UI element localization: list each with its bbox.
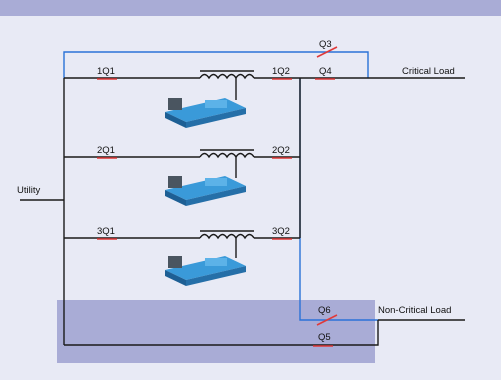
ups-unit-2 (165, 176, 246, 206)
breaker-q6 (316, 314, 338, 326)
coil-3 (199, 230, 255, 258)
noncritical-feed-q6 (299, 78, 378, 321)
bypass-line-q3 (63, 51, 369, 78)
utility-label: Utility (17, 185, 41, 196)
label-1q1: 1Q1 (97, 66, 115, 77)
noncritical-zone (57, 300, 375, 363)
coil-1 (199, 70, 255, 100)
label-3q2: 3Q2 (272, 226, 290, 237)
critical-load-label: Critical Load (402, 66, 455, 77)
label-q4: Q4 (319, 66, 332, 77)
bypass-line-q5 (64, 320, 379, 346)
header-band (0, 0, 501, 16)
breaker-q3 (316, 46, 338, 58)
label-q6: Q6 (318, 305, 331, 316)
label-q5: Q5 (318, 332, 331, 343)
label-q3: Q3 (319, 39, 332, 50)
ups-unit-3 (165, 256, 246, 286)
label-1q2: 1Q2 (272, 66, 290, 77)
ups-unit-1 (165, 98, 246, 128)
label-2q1: 2Q1 (97, 145, 115, 156)
coil-2 (199, 149, 255, 178)
label-2q2: 2Q2 (272, 145, 290, 156)
label-3q1: 3Q1 (97, 226, 115, 237)
noncritical-load-label: Non-Critical Load (378, 305, 452, 316)
